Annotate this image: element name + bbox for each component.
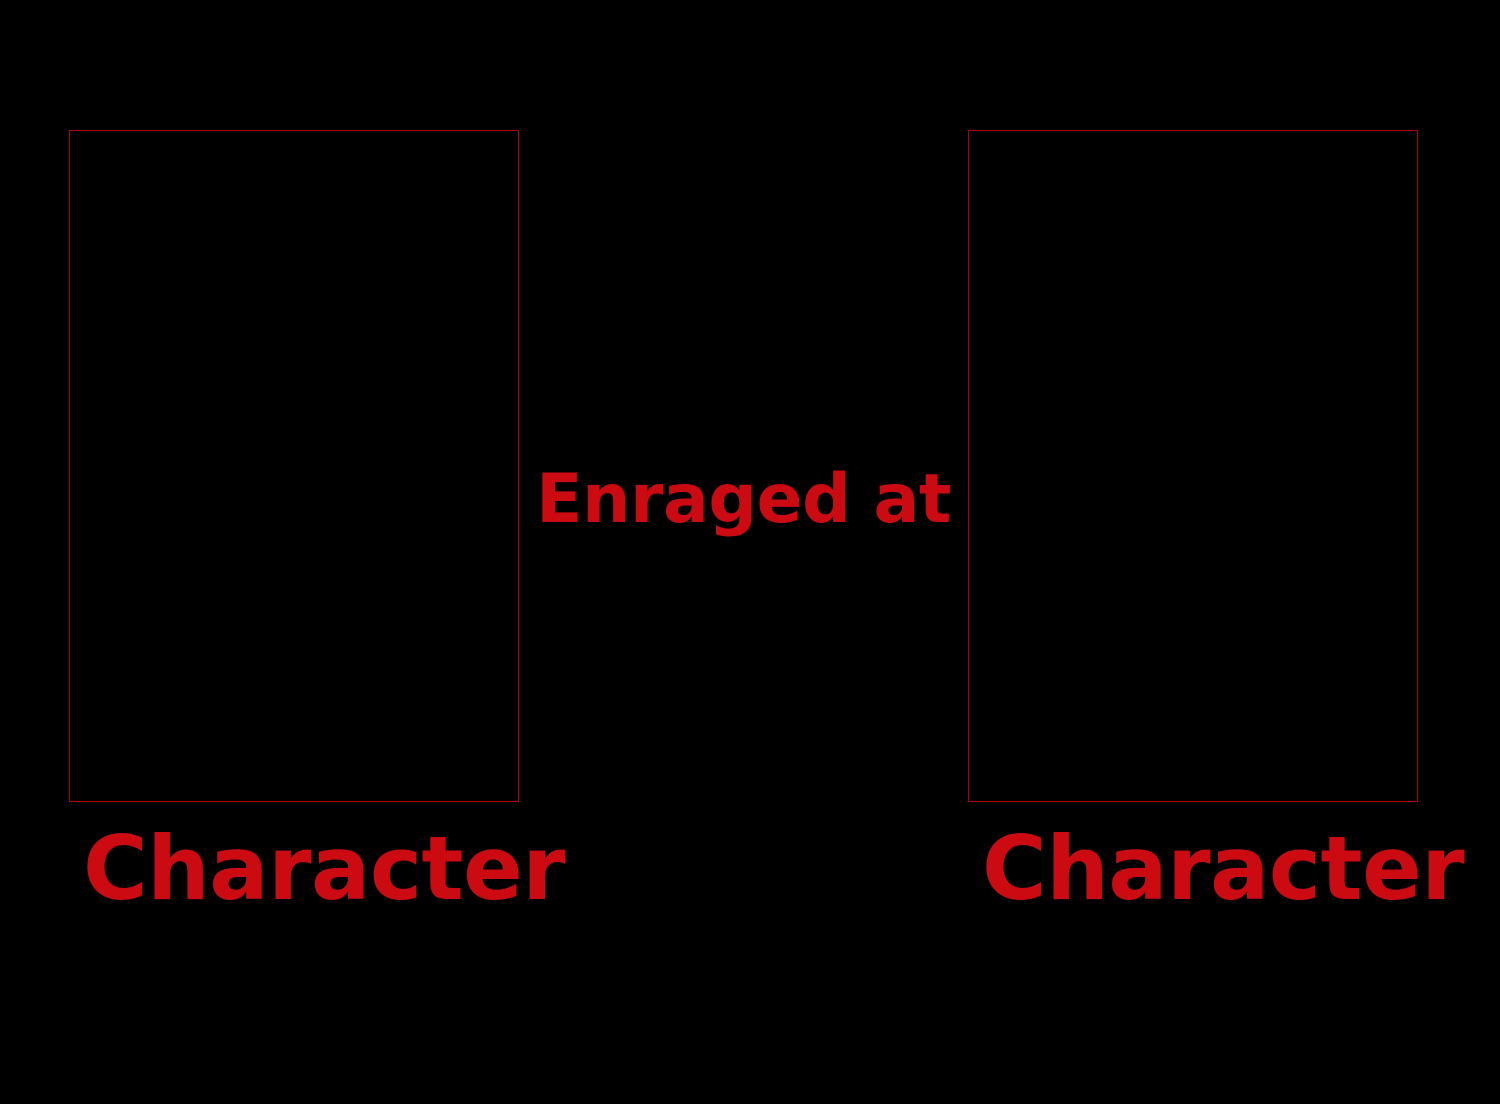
character-name-label-right: Character (982, 817, 1465, 920)
character-name-label-left: Character (83, 817, 566, 920)
relation-label: Enraged at (536, 460, 951, 540)
character-block-right: Character (968, 130, 1465, 915)
character-block-left: Character (69, 130, 566, 915)
relation-container: Enraged at (519, 447, 968, 553)
character-portrait-frame-left[interactable] (69, 130, 519, 802)
character-portrait-image-left (70, 131, 518, 801)
character-portrait-frame-right[interactable] (968, 130, 1418, 802)
character-portrait-image-right (969, 131, 1417, 801)
